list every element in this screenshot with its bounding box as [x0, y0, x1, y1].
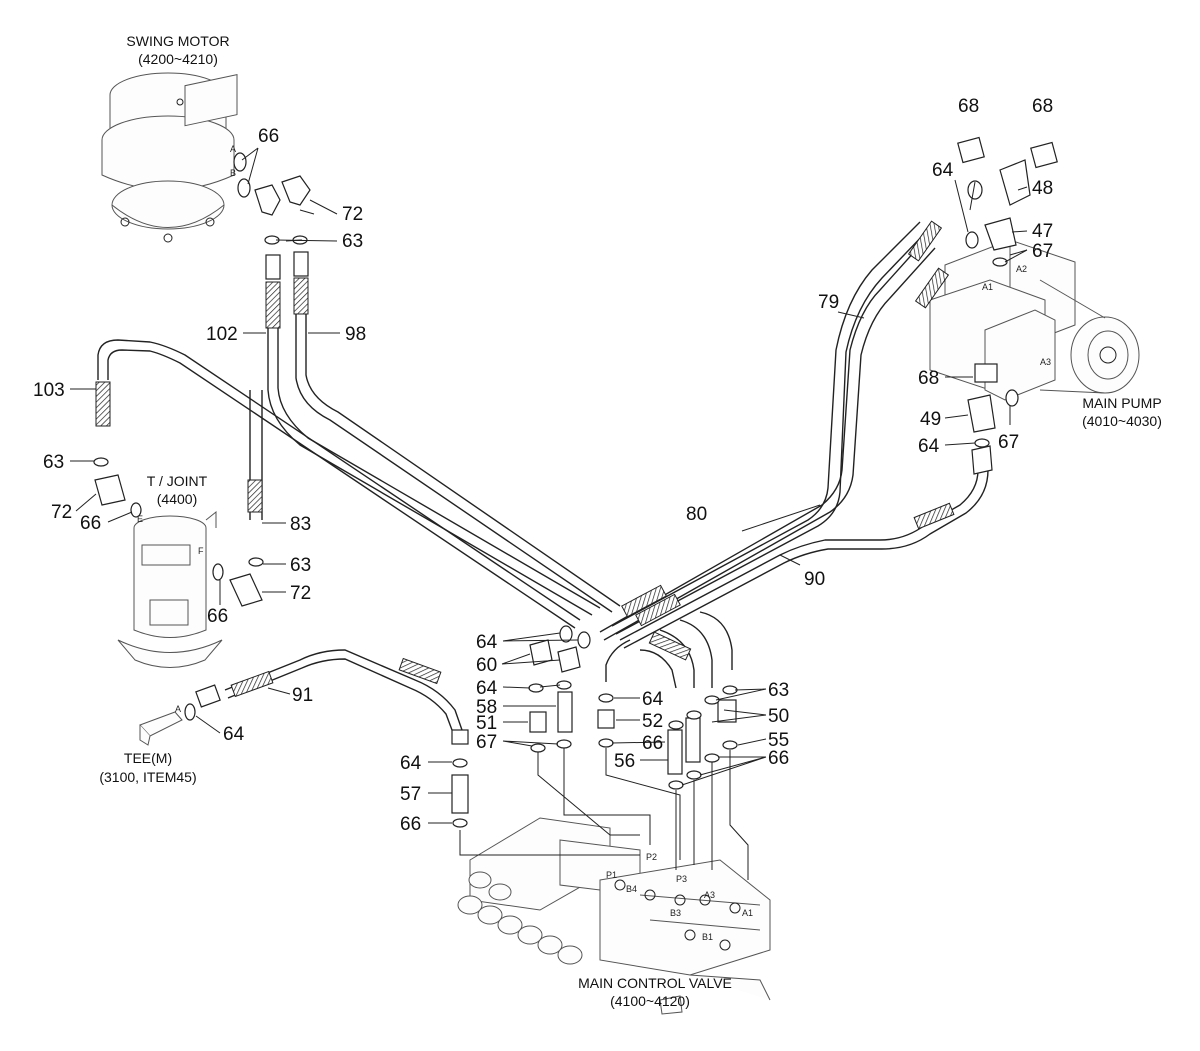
swing-motor-ref: (4200~4210) [138, 51, 218, 67]
callout: 64 [400, 753, 422, 774]
callout: 57 [400, 784, 421, 805]
port-label: P2 [646, 852, 657, 862]
component-labels: SWING MOTOR (4200~4210) MAIN PUMP (4010~… [99, 33, 1162, 1009]
port-label: E [137, 514, 143, 524]
callout: 66 [207, 606, 228, 627]
main-pump-ref: (4010~4030) [1082, 413, 1162, 429]
swing-motor-drawing [101, 72, 238, 243]
fittings [94, 136, 1058, 814]
port-label: B [230, 168, 236, 178]
callout: 91 [292, 685, 313, 706]
callout: 58 [476, 697, 497, 718]
port-label: A [175, 704, 181, 714]
hose-91 [224, 649, 463, 731]
leader-lines [70, 147, 1028, 880]
callout: 47 [1032, 221, 1053, 242]
port-label: A1 [982, 282, 993, 292]
callout: 48 [1032, 178, 1053, 199]
hose-103 [97, 339, 581, 629]
callout: 83 [290, 514, 311, 535]
callout: 102 [206, 324, 238, 345]
callout: 66 [642, 733, 663, 754]
port-label: A [230, 144, 236, 154]
valve-hoses [605, 611, 733, 689]
callout: 50 [768, 706, 789, 727]
port-label: F [198, 546, 204, 556]
callout: 68 [1032, 96, 1053, 117]
callout: 72 [51, 502, 72, 523]
callout: 66 [400, 814, 421, 835]
callout: 64 [642, 689, 664, 710]
o-rings [93, 152, 1019, 828]
callout: 68 [918, 368, 939, 389]
main-control-valve-drawing [457, 817, 771, 1015]
callout-numbers: 66 72 63 68 68 64 48 47 67 79 102 98 103… [33, 96, 1053, 835]
spool-caps [457, 871, 583, 965]
callout: 68 [958, 96, 979, 117]
callout: 64 [932, 160, 954, 181]
t-joint-drawing [117, 510, 223, 668]
port-letters: A B A1 A2 A3 E F A P1 P2 B4 P3 A3 B3 A1 … [137, 144, 1051, 942]
callout: 98 [345, 324, 366, 345]
tee-m-ref: (3100, ITEM45) [99, 769, 196, 785]
port-label: P1 [606, 870, 617, 880]
callout: 56 [614, 751, 635, 772]
port-label: A3 [1040, 357, 1051, 367]
hose-79 [611, 221, 929, 635]
callout: 64 [476, 678, 498, 699]
callout: 64 [918, 436, 940, 457]
callout: 63 [290, 555, 311, 576]
callout: 67 [998, 432, 1019, 453]
callout: 52 [642, 711, 663, 732]
tee-m-drawing [139, 711, 183, 746]
callout: 55 [768, 730, 789, 751]
port-label: A3 [704, 890, 715, 900]
callout: 67 [1032, 241, 1053, 262]
t-joint-label: T / JOINT [147, 473, 208, 489]
callout: 64 [223, 724, 245, 745]
hose-102 [267, 300, 601, 616]
hose-98 [295, 295, 621, 613]
main-control-valve-ref: (4100~4120) [610, 993, 690, 1009]
callout: 79 [818, 292, 839, 313]
main-pump-label: MAIN PUMP [1082, 395, 1161, 411]
callout: 63 [342, 231, 363, 252]
callout: 63 [43, 452, 64, 473]
t-joint-ref: (4400) [157, 491, 197, 507]
callout: 66 [80, 513, 101, 534]
port-label: B4 [626, 884, 637, 894]
port-circles [614, 879, 741, 951]
port-label: A2 [1016, 264, 1027, 274]
main-control-valve-label: MAIN CONTROL VALVE [578, 975, 732, 991]
tee-m-label: TEE(M) [124, 750, 172, 766]
callout: 72 [290, 583, 311, 604]
callout: 63 [768, 680, 789, 701]
callout: 80 [686, 504, 707, 525]
callout: 51 [476, 713, 497, 734]
main-pump-drawing [929, 239, 1140, 401]
port-label: A1 [742, 908, 753, 918]
callout: 72 [342, 204, 363, 225]
callout: 67 [476, 732, 497, 753]
port-label: P3 [676, 874, 687, 884]
hose-90 [619, 469, 989, 649]
port-label: B1 [702, 932, 713, 942]
swing-motor-label: SWING MOTOR [126, 33, 229, 49]
callout: 64 [476, 632, 498, 653]
callout: 66 [768, 748, 789, 769]
callout: 103 [33, 380, 65, 401]
callout: 60 [476, 655, 497, 676]
hose-80 [599, 239, 936, 641]
port-label: B3 [670, 908, 681, 918]
callout: 90 [804, 569, 825, 590]
callout: 49 [920, 409, 941, 430]
hose-crimps [95, 220, 955, 698]
callout: 66 [258, 126, 279, 147]
